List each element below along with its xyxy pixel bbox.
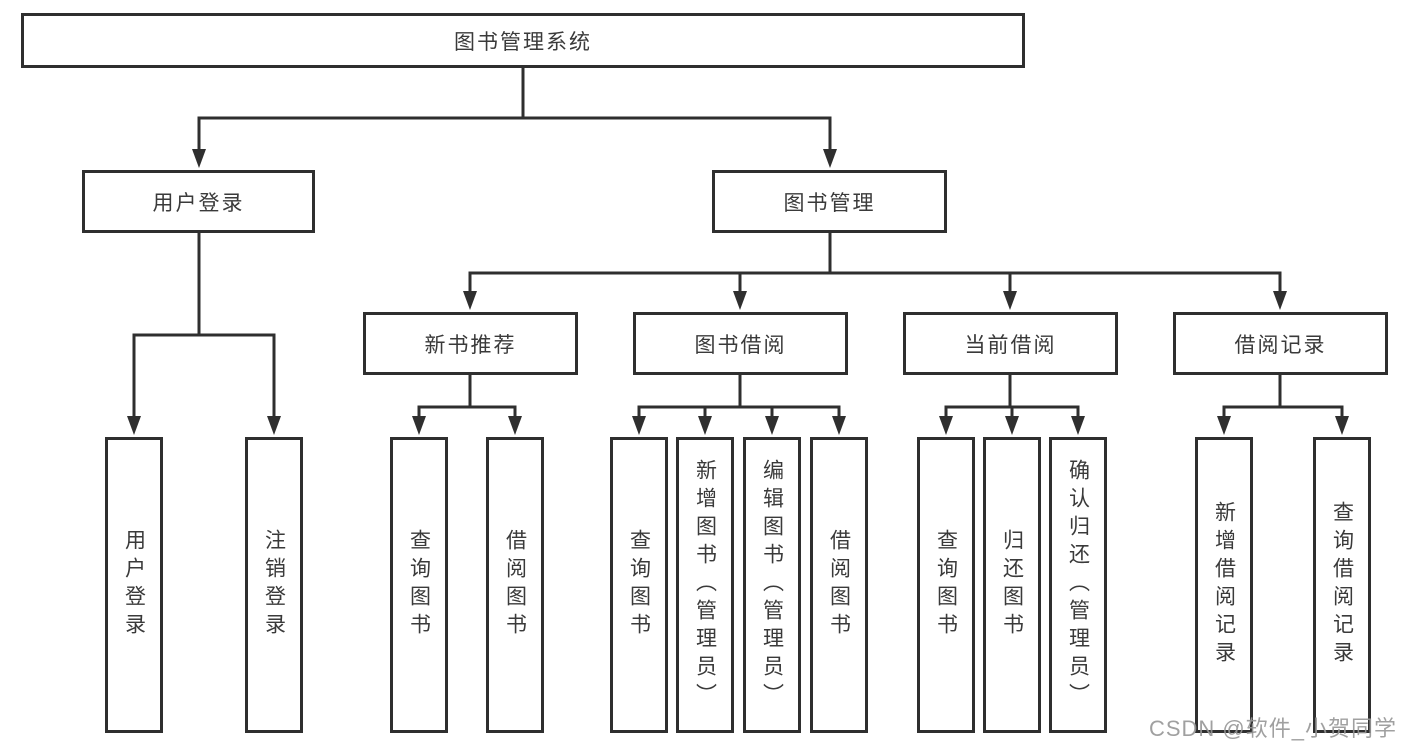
node-book-management: 图书管理 xyxy=(712,170,947,233)
leaf-edit-book-admin: 编辑图书（管理员） xyxy=(743,437,801,733)
leaf-user-login: 用户登录 xyxy=(105,437,163,733)
node-current-borrow: 当前借阅 xyxy=(903,312,1118,375)
leaf-return-book: 归还图书 xyxy=(983,437,1041,733)
node-root-system: 图书管理系统 xyxy=(21,13,1025,68)
watermark: CSDN @软件_小贺同学 xyxy=(1148,716,1397,741)
node-user-login: 用户登录 xyxy=(82,170,315,233)
leaf-logout-login: 注销登录 xyxy=(245,437,303,733)
leaf-query-borrow-record: 查询借阅记录 xyxy=(1313,437,1371,733)
leaf-query-books-recommend: 查询图书 xyxy=(390,437,448,733)
leaf-borrow-books-recommend: 借阅图书 xyxy=(486,437,544,733)
leaf-confirm-return-admin: 确认归还（管理员） xyxy=(1049,437,1107,733)
node-new-book-recommend: 新书推荐 xyxy=(363,312,578,375)
leaf-query-books-current: 查询图书 xyxy=(917,437,975,733)
leaf-add-book-admin: 新增图书（管理员） xyxy=(676,437,734,733)
leaf-query-books-borrow: 查询图书 xyxy=(610,437,668,733)
node-borrow-records: 借阅记录 xyxy=(1173,312,1388,375)
node-book-borrow: 图书借阅 xyxy=(633,312,848,375)
arrowhead-icons xyxy=(127,149,1349,435)
leaf-borrow-books: 借阅图书 xyxy=(810,437,868,733)
leaf-add-borrow-record: 新增借阅记录 xyxy=(1195,437,1253,733)
